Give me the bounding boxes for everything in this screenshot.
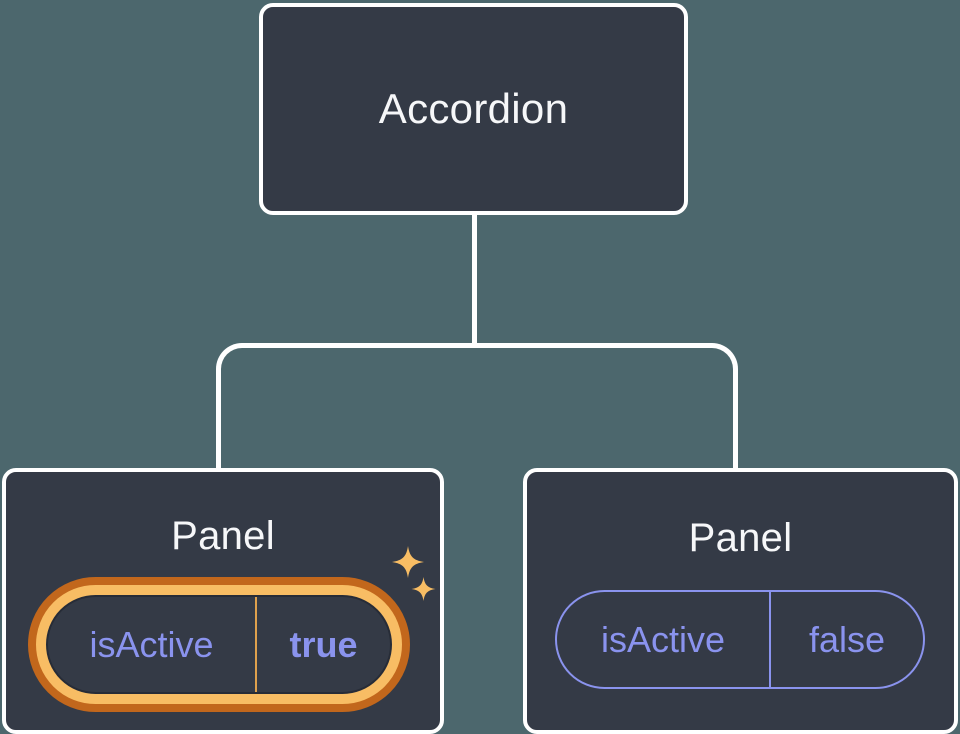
- component-label: Accordion: [378, 85, 569, 132]
- pill-divider: [255, 597, 257, 692]
- state-value-label: false: [808, 618, 886, 660]
- component-node-panel-active: Panel isActive true: [2, 468, 444, 734]
- component-label: Panel: [171, 514, 275, 558]
- component-label: Panel: [688, 516, 793, 560]
- state-value-label: true: [289, 623, 358, 665]
- sparkle-icon: [411, 577, 436, 601]
- state-pill: isActive true: [46, 595, 392, 694]
- state-pill: isActive false: [555, 590, 925, 689]
- connector-stem: [472, 212, 477, 346]
- connector-bracket: [216, 343, 738, 468]
- component-node-accordion: Accordion: [259, 3, 688, 215]
- pill-divider: [769, 592, 771, 687]
- state-pill-highlight-ring: isActive true: [28, 577, 410, 712]
- component-node-panel-inactive: Panel isActive false: [523, 468, 958, 734]
- state-key-label: isActive: [89, 623, 214, 665]
- sparkle-icon: [391, 546, 425, 578]
- state-key-label: isActive: [600, 618, 726, 660]
